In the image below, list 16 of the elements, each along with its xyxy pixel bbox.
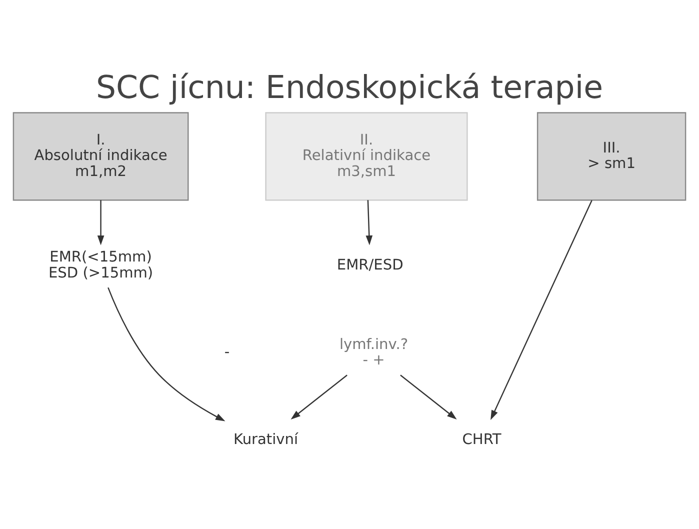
node-box: III. > sm1 <box>536 112 686 200</box>
node-text: CHRT <box>462 430 502 448</box>
node-text: EMR/ESD <box>336 256 404 273</box>
diagram-title: SCC jícnu: Endoskopická terapie <box>96 69 603 106</box>
node-text: EMR(<15mm) ESD (>15mm) <box>48 248 154 281</box>
arrow <box>290 374 348 419</box>
node-box: II. Relativní indikace m3,sm1 <box>265 112 468 200</box>
arrow <box>400 374 457 419</box>
arrow <box>108 286 226 421</box>
node-box: I. Absolutní indikace m1,m2 <box>12 112 189 200</box>
node-text: Kurativní <box>234 430 298 448</box>
arrow <box>490 200 592 420</box>
label: - <box>224 343 230 360</box>
arrow <box>97 200 104 245</box>
arrow <box>366 200 373 245</box>
node-text: lymf.inv.? - + <box>339 335 408 368</box>
